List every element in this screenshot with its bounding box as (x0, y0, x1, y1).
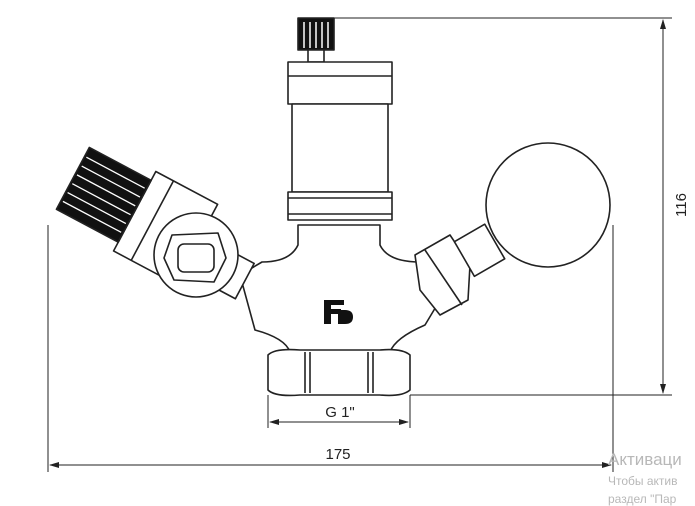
air-vent (287, 17, 393, 221)
activation-watermark-line2: раздел "Пар (608, 492, 677, 506)
activation-watermark-title: Активаци (608, 450, 682, 469)
expansion-connector (414, 142, 611, 316)
float-ball (485, 142, 611, 268)
width-label: 175 (325, 446, 350, 463)
height-label: 116 (673, 193, 690, 217)
activation-watermark-line1: Чтобы актив (608, 474, 678, 488)
gauge-port (153, 212, 239, 298)
safety-valve (55, 146, 255, 300)
valve-body (239, 224, 441, 353)
extension-lines (47, 17, 672, 472)
bottom-nut (267, 348, 411, 397)
fd-logo (324, 300, 353, 324)
thread-label: G 1" (325, 404, 355, 421)
